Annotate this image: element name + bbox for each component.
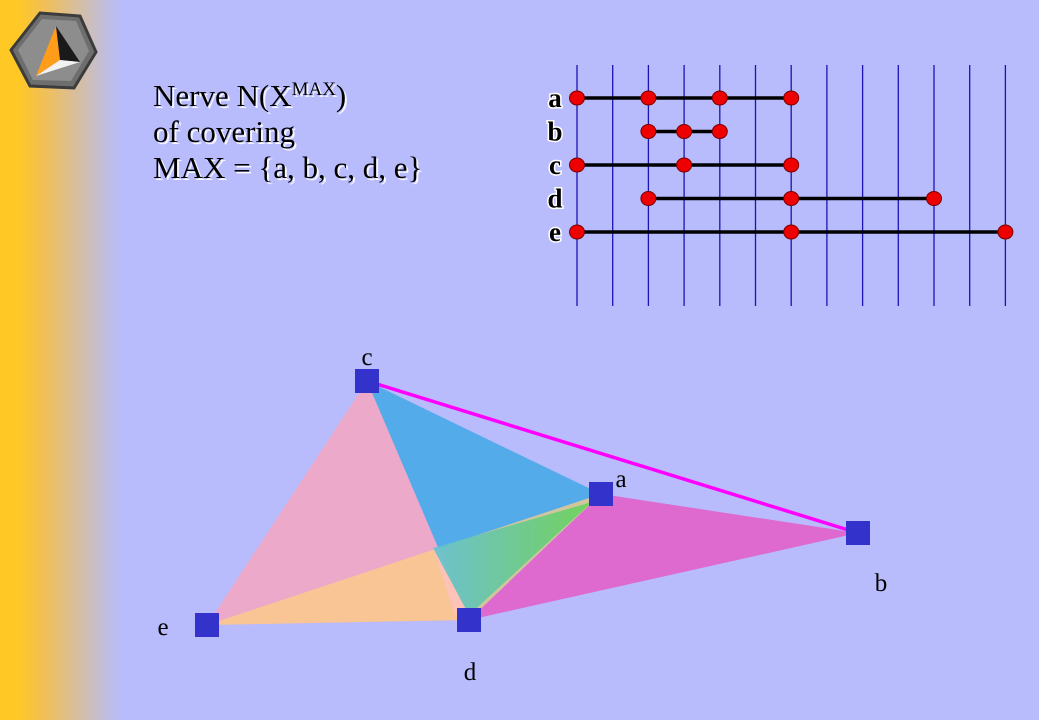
simplex-cad [367, 381, 601, 620]
vertex-label-b: b [875, 570, 888, 597]
title-line-1: Nerve N(XMAX) [153, 78, 347, 113]
vertex-label-d: d [464, 659, 477, 686]
title-line-2: of covering [153, 114, 296, 149]
interval-point [783, 191, 800, 206]
logo-triangle-dark [56, 26, 80, 62]
simplex-abd [469, 494, 858, 620]
interval-point [676, 157, 693, 173]
interval-point [783, 90, 800, 106]
interval-label-c: c [549, 150, 561, 180]
interval-point [569, 157, 585, 173]
vertex-b [846, 521, 870, 545]
interval-point [569, 224, 585, 240]
interval-point [640, 191, 657, 206]
interval-point [926, 191, 942, 206]
simplex-ead [207, 494, 601, 625]
vertex-d [457, 608, 481, 632]
logo-triangle-light [36, 60, 80, 76]
interval-point [711, 90, 728, 106]
page-title: Nerve N(XMAX) of covering MAX = {a, b, c… [153, 78, 422, 186]
interval-point [783, 224, 800, 240]
logo-triangle-orange [36, 26, 60, 76]
interval-label-e: e [549, 217, 561, 247]
interval-point [640, 124, 657, 139]
simplex-overlap-ed [433, 548, 469, 615]
interval-point [711, 124, 728, 139]
interval-label-b: b [547, 117, 562, 147]
interval-point [676, 124, 693, 139]
logo-icon [9, 11, 98, 90]
interval-point [783, 157, 800, 173]
vertex-label-c: c [361, 344, 372, 371]
interval-point [997, 224, 1014, 240]
interval-point [569, 90, 585, 106]
interval-label-d: d [547, 184, 562, 214]
vertex-label-a: a [615, 466, 626, 493]
vertex-a [589, 482, 613, 506]
interval-label-a: a [548, 83, 562, 113]
vertex-e [195, 613, 219, 637]
vertex-label-e: e [157, 614, 168, 641]
edge-cb [366, 379, 859, 535]
interval-point [640, 90, 657, 106]
vertex-c [355, 369, 379, 393]
simplex-overlap-ad [433, 502, 592, 615]
title-superscript: MAX [291, 79, 336, 100]
title-line-3: MAX = {a, b, c, d, e} [153, 150, 423, 185]
